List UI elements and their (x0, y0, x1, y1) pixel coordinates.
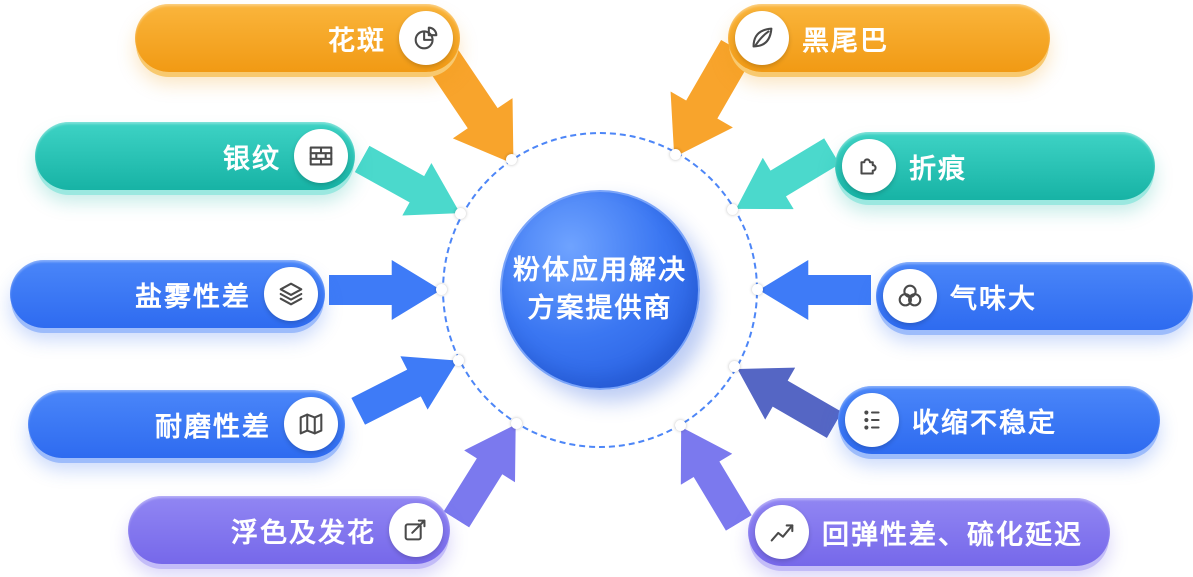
dots-list-icon (845, 393, 899, 447)
node-crease: 折痕 (835, 132, 1155, 200)
center-title-line2: 方案提供商 (527, 293, 673, 323)
center-title-line1: 粉体应用解决 (513, 255, 687, 286)
node-mottling: 花斑 (135, 4, 460, 72)
node-mottling-label: 花斑 (328, 25, 386, 56)
node-abrasion: 耐磨性差 (28, 390, 345, 458)
node-black-tail: 黑尾巴 (728, 4, 1050, 72)
connector-dot (506, 154, 517, 165)
node-odor-label: 气味大 (950, 283, 1037, 314)
connector-dot (453, 355, 464, 366)
leaf-icon (735, 11, 789, 65)
node-shrinkage-label: 收缩不稳定 (912, 407, 1057, 438)
node-rebound: 回弹性差、硫化延迟 (748, 498, 1110, 566)
connector-dot (436, 284, 447, 295)
node-rebound-label: 回弹性差、硫化延迟 (822, 519, 1083, 550)
pie-chart-icon (399, 11, 453, 65)
connector-dot (511, 418, 522, 429)
arrow-odor (759, 260, 871, 320)
connector-dot (729, 361, 740, 372)
node-crease-label: 折痕 (909, 153, 967, 184)
node-salt-spray-label: 盐雾性差 (135, 281, 251, 312)
node-abrasion-label: 耐磨性差 (155, 411, 271, 442)
node-shrinkage: 收缩不稳定 (838, 386, 1160, 454)
puzzle-icon (842, 139, 896, 193)
node-odor: 气味大 (876, 262, 1193, 330)
connector-dot (727, 204, 738, 215)
connector-dot (675, 420, 686, 431)
connector-dot (752, 284, 763, 295)
arrow-salt-spray (329, 260, 441, 320)
node-silver-streak: 银纹 (35, 122, 355, 190)
center-circle: 粉体应用解决 方案提供商 (500, 190, 700, 390)
connector-dot (670, 149, 681, 160)
edit-arrow-icon (389, 503, 443, 557)
connector-dot (455, 208, 466, 219)
node-silver-streak-label: 银纹 (223, 143, 281, 174)
layers-icon (264, 267, 318, 321)
bricks-icon (294, 129, 348, 183)
node-black-tail-label: 黑尾巴 (802, 25, 889, 56)
bubbles-icon (883, 269, 937, 323)
node-floating-color: 浮色及发花 (128, 496, 450, 564)
map-icon (284, 397, 338, 451)
trend-chart-icon (755, 505, 809, 559)
node-salt-spray: 盐雾性差 (10, 260, 325, 328)
arrow-abrasion (344, 334, 471, 438)
node-floating-color-label: 浮色及发花 (231, 517, 376, 548)
